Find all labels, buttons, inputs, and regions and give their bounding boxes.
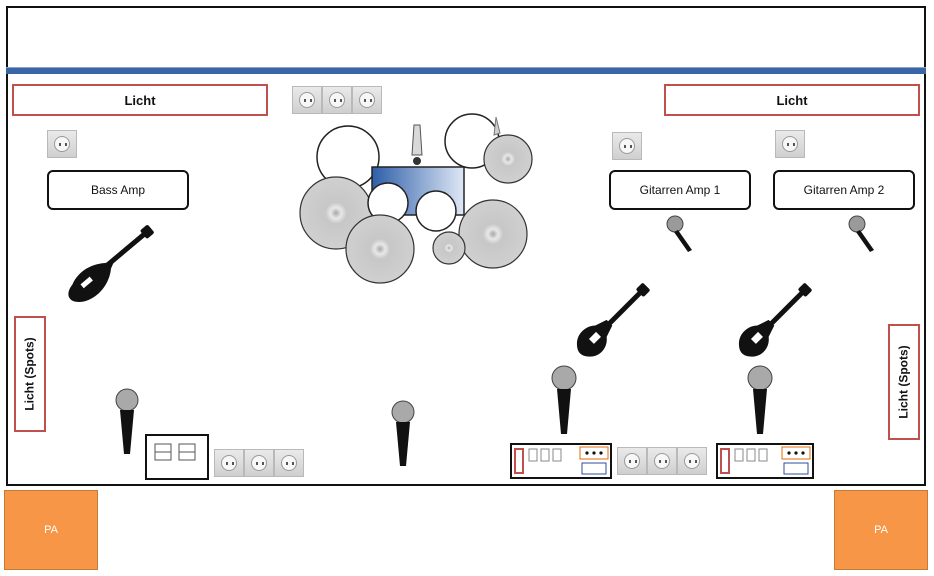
electric-guitar-icon: [738, 283, 812, 357]
bass-amp[interactable]: Bass Amp: [47, 170, 189, 210]
bass-guitar-icon: [68, 225, 154, 303]
guitar-amp-2[interactable]: Gitarren Amp 2: [773, 170, 915, 210]
power-outlet-icon: [244, 449, 274, 477]
guitar-amp-1[interactable]: Gitarren Amp 1: [609, 170, 751, 210]
microphone-icon: [848, 215, 874, 252]
stage-backline-bar: [6, 67, 926, 74]
microphone-icon: [747, 365, 773, 434]
microphone-icon: [666, 215, 692, 252]
stage: [6, 6, 926, 486]
microphone-icon: [115, 388, 139, 454]
spot-light-left-label: Licht (Spots): [23, 337, 38, 411]
power-outlet-icon: [677, 447, 707, 475]
guitar-amp-1-label: Gitarren Amp 1: [639, 183, 721, 197]
power-outlet-icon: [612, 132, 642, 160]
guitar-amp-2-label: Gitarren Amp 2: [803, 183, 885, 197]
light-bar-left-label: Licht: [124, 92, 156, 108]
pa-speaker-right-label: PA: [874, 524, 888, 536]
light-bar-right[interactable]: Licht: [664, 84, 920, 116]
spot-light-right[interactable]: Licht (Spots): [888, 324, 920, 440]
power-outlet-icon: [274, 449, 304, 477]
microphone-icon: [551, 365, 577, 434]
electric-guitar-icon: [576, 283, 650, 357]
drum-kit-icon: [299, 113, 533, 284]
pa-speaker-left[interactable]: PA: [4, 490, 98, 570]
pedalboard-icon: [510, 443, 612, 479]
power-outlet-icon: [647, 447, 677, 475]
bass-amp-label: Bass Amp: [90, 183, 146, 197]
microphone-icon: [391, 400, 415, 466]
power-outlet-icon: [775, 130, 805, 158]
spot-light-left[interactable]: Licht (Spots): [14, 316, 46, 432]
di-box-icon: [145, 434, 209, 480]
pa-speaker-right[interactable]: PA: [834, 490, 928, 570]
power-outlet-icon: [617, 447, 647, 475]
light-bar-left[interactable]: Licht: [12, 84, 268, 116]
light-bar-right-label: Licht: [776, 92, 808, 108]
power-outlet-icon: [322, 86, 352, 114]
power-outlet-icon: [352, 86, 382, 114]
power-outlet-icon: [292, 86, 322, 114]
spot-light-right-label: Licht (Spots): [897, 345, 912, 419]
pa-speaker-left-label: PA: [44, 524, 58, 536]
power-outlet-icon: [47, 130, 77, 158]
power-outlet-icon: [214, 449, 244, 477]
pedalboard-icon: [716, 443, 814, 479]
